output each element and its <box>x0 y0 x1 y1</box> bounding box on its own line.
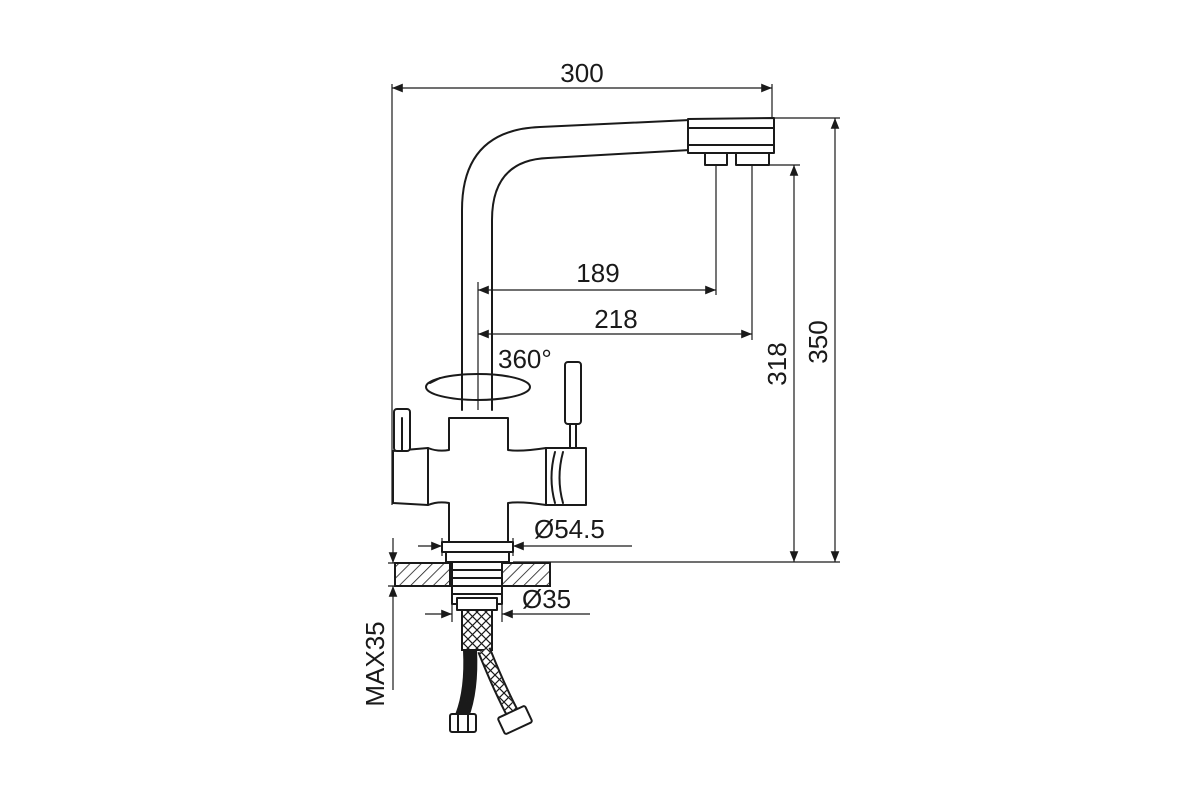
faucet-outline <box>392 117 775 563</box>
spout-head <box>687 117 775 154</box>
mounting-nut <box>456 597 498 611</box>
right-handle <box>545 447 587 506</box>
left-handle <box>392 447 429 506</box>
countertop-section <box>394 561 551 735</box>
mixer-body <box>427 417 547 543</box>
label-reach-long: 218 <box>594 304 637 334</box>
mounting-stud <box>461 609 493 651</box>
countertop-hatch-left <box>394 562 451 587</box>
label-rotation: 360° <box>498 344 552 374</box>
outlet-mixed <box>735 152 770 166</box>
spout-inner <box>491 149 691 411</box>
label-max-thickness: MAX35 <box>360 621 390 706</box>
outlet-filtered <box>704 152 728 166</box>
faucet-base <box>441 541 514 553</box>
label-shank-diameter: Ø35 <box>522 584 571 614</box>
label-height-outlet: 318 <box>762 342 792 385</box>
label-total-width: 300 <box>560 58 603 88</box>
label-reach-short: 189 <box>576 258 619 288</box>
spout-outer <box>461 119 691 411</box>
dimension-labels: 300 189 218 360° 318 350 Ø54.5 Ø35 MAX35 <box>360 58 833 707</box>
hose-fitting-left <box>449 713 477 733</box>
dimension-lines <box>388 83 840 690</box>
hose-fitting-right <box>497 705 533 735</box>
countertop-hatch-right <box>499 562 551 587</box>
right-handle-lever <box>564 361 582 425</box>
label-height-total: 350 <box>803 320 833 363</box>
label-base-diameter: Ø54.5 <box>534 514 605 544</box>
